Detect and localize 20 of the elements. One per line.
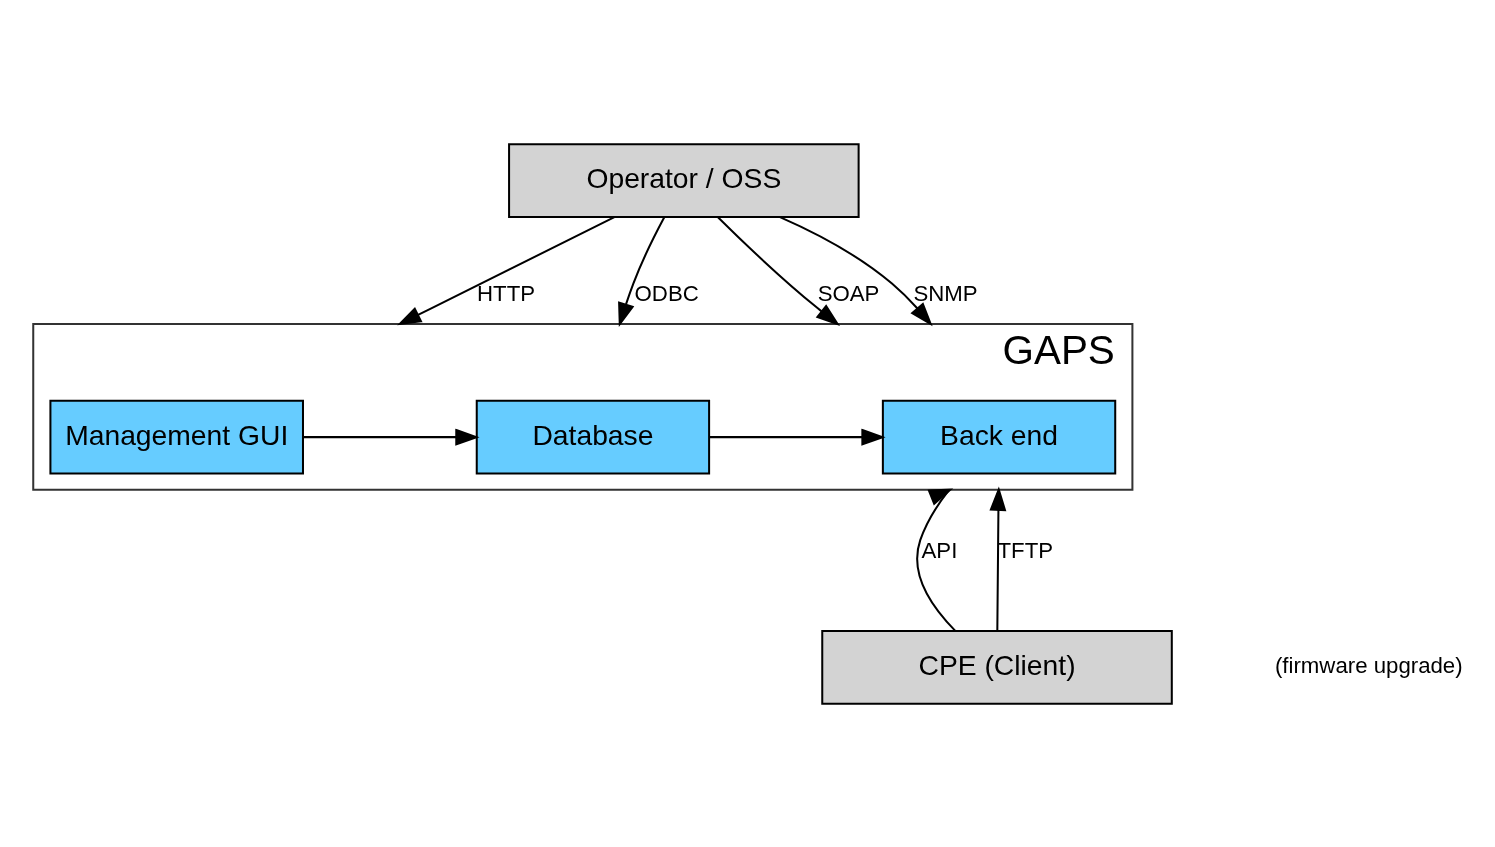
arrow [617,216,665,327]
edge-label: API [921,537,957,563]
arrow [915,488,956,632]
edge-label: SOAP [817,280,879,306]
arrow [988,486,1006,631]
edge-label: HTTP [476,280,535,306]
arrow [303,428,480,446]
arrow [716,215,840,326]
label: (firmware upgrade) [1274,652,1463,678]
node-box: Management GUI [48,399,304,474]
node-box: Database [475,399,710,474]
edge-label: ODBC [634,280,699,306]
arrow [709,428,886,446]
arrow [396,215,615,325]
node-box: Back end [881,399,1116,474]
arrow [779,215,933,326]
edge-label: SNMP [912,280,978,306]
edge-label: TFTP [997,537,1053,563]
node-box: Operator / OSS [507,142,860,218]
node-box: CPE (Client) [820,629,1173,705]
